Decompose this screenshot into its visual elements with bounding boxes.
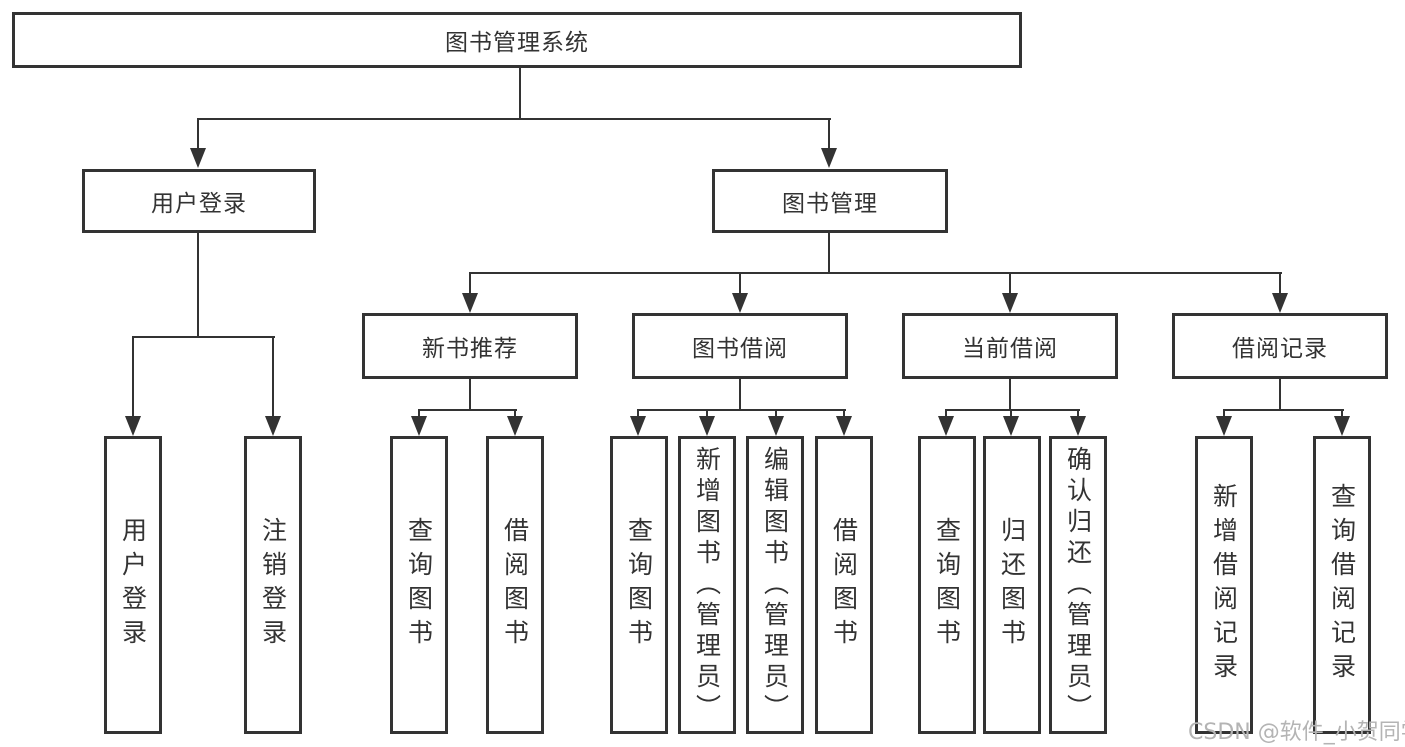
node-book-management-label: 图书管理 [782,191,878,217]
leaf-user-login-label: 用户登录 [118,517,148,653]
arrowhead-icon [190,148,206,168]
leaf-add-book-admin: 新增图书（管理员） [678,436,736,734]
leaf-query-books-borrowing: 查询图书 [610,436,668,734]
arrowhead-icon [699,416,715,436]
leaf-borrow-books-recommend: 借阅图书 [486,436,544,734]
node-new-book-recommendation: 新书推荐 [362,313,578,379]
connector-line [828,118,830,150]
connector-line [418,409,517,411]
leaf-confirm-return-admin-label: 确认归还（管理员） [1063,445,1093,725]
connector-line [775,409,777,421]
arrowhead-icon [462,293,478,313]
arrowhead-icon [507,416,523,436]
leaf-add-borrow-record: 新增借阅记录 [1195,436,1253,734]
connector-line [843,409,845,421]
connector-line [197,233,199,337]
connector-line [198,118,831,120]
connector-line [1223,409,1344,411]
leaf-confirm-return-admin: 确认归还（管理员） [1049,436,1107,734]
arrowhead-icon [1216,416,1232,436]
arrowhead-icon [1334,416,1350,436]
connector-line [637,409,639,421]
leaf-query-books-current-label: 查询图书 [932,517,962,653]
connector-line [1009,272,1011,296]
node-book-borrowing: 图书借阅 [632,313,848,379]
connector-line [132,336,134,418]
connector-line [469,272,1282,274]
connector-line [739,379,741,410]
leaf-query-borrow-record: 查询借阅记录 [1313,436,1371,734]
arrowhead-icon [732,293,748,313]
connector-line [469,272,471,296]
connector-line [1223,409,1225,421]
leaf-query-books-recommend: 查询图书 [390,436,448,734]
leaf-borrow-books-recommend-label: 借阅图书 [500,517,530,653]
connector-line [272,336,274,418]
leaf-return-books: 归还图书 [983,436,1041,734]
leaf-logout: 注销登录 [244,436,302,734]
arrowhead-icon [938,416,954,436]
connector-line [1279,272,1281,296]
leaf-add-book-admin-label: 新增图书（管理员） [692,445,722,725]
connector-line [132,336,275,338]
node-library-management-system: 图书管理系统 [12,12,1022,68]
csdn-watermark: CSDN @软件_小贺同学 [1188,720,1405,745]
connector-line [1009,379,1011,410]
leaf-query-borrow-record-label: 查询借阅记录 [1327,483,1357,687]
arrowhead-icon [411,416,427,436]
leaf-logout-label: 注销登录 [258,517,288,653]
leaf-edit-book-admin-label: 编辑图书（管理员） [760,445,790,725]
connector-line [828,233,830,273]
connector-line [519,68,521,118]
node-user-login-label: 用户登录 [151,191,247,217]
node-library-management-system-label: 图书管理系统 [445,30,589,56]
node-borrowing-records-label: 借阅记录 [1232,336,1328,362]
node-borrowing-records: 借阅记录 [1172,313,1388,379]
arrowhead-icon [836,416,852,436]
node-new-book-recommendation-label: 新书推荐 [422,336,518,362]
node-book-borrowing-label: 图书借阅 [692,336,788,362]
connector-line [514,409,516,421]
connector-line [706,409,708,421]
connector-line [469,379,471,410]
leaf-edit-book-admin: 编辑图书（管理员） [746,436,804,734]
node-current-borrowing: 当前借阅 [902,313,1118,379]
node-book-management: 图书管理 [712,169,948,233]
arrowhead-icon [1272,293,1288,313]
leaf-query-books-borrowing-label: 查询图书 [624,517,654,653]
leaf-borrow-books-label: 借阅图书 [829,517,859,653]
connector-line [637,409,846,411]
arrowhead-icon [265,416,281,436]
connector-line [197,118,199,150]
leaf-query-books-recommend-label: 查询图书 [404,517,434,653]
connector-line [1077,409,1079,421]
arrowhead-icon [1070,416,1086,436]
arrowhead-icon [821,148,837,168]
leaf-return-books-label: 归还图书 [997,517,1027,653]
connector-line [739,272,741,296]
node-user-login: 用户登录 [82,169,316,233]
connector-line [945,409,1080,411]
connector-line [945,409,947,421]
arrowhead-icon [630,416,646,436]
leaf-borrow-books: 借阅图书 [815,436,873,734]
connector-line [418,409,420,421]
arrowhead-icon [1003,416,1019,436]
leaf-query-books-current: 查询图书 [918,436,976,734]
leaf-user-login: 用户登录 [104,436,162,734]
arrowhead-icon [1002,293,1018,313]
connector-line [1010,409,1012,421]
connector-line [1341,409,1343,421]
arrowhead-icon [125,416,141,436]
leaf-add-borrow-record-label: 新增借阅记录 [1209,483,1239,687]
node-current-borrowing-label: 当前借阅 [962,336,1058,362]
connector-line [1279,379,1281,410]
arrowhead-icon [768,416,784,436]
